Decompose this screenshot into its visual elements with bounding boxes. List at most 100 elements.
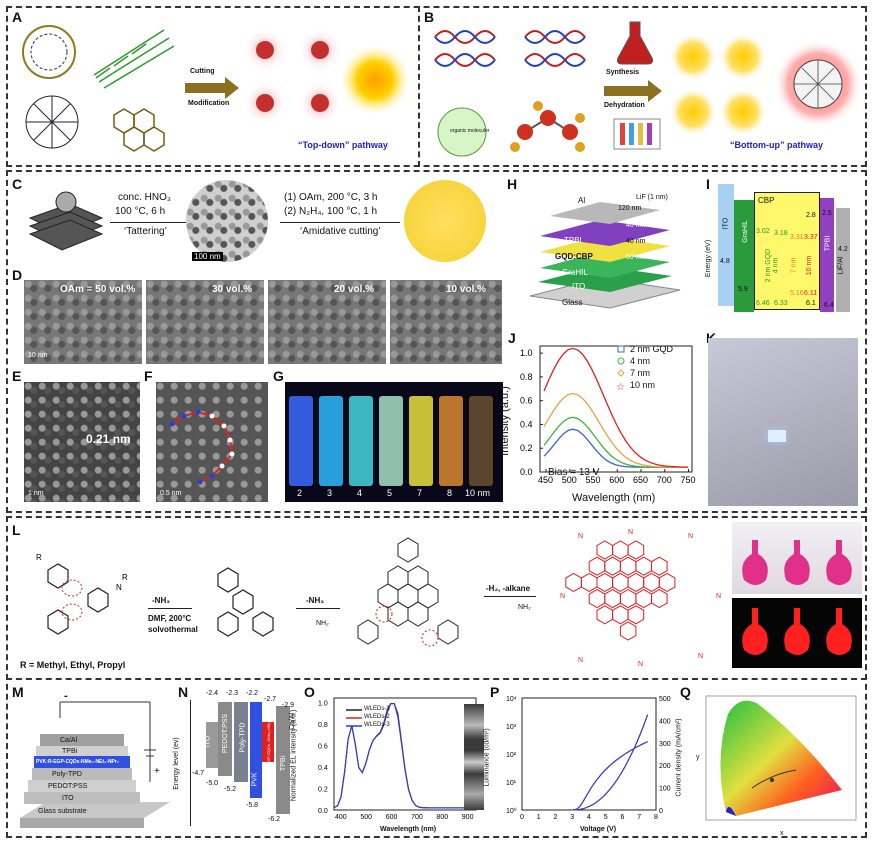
ring xyxy=(588,556,606,576)
d-tile-3: 20 vol.% xyxy=(334,284,375,295)
device-glow xyxy=(768,430,786,442)
flask-icon xyxy=(617,21,653,65)
j-legend-markers: ☆ xyxy=(616,345,625,392)
vial xyxy=(469,396,493,486)
ring xyxy=(596,572,614,592)
h-t2: 40 nm xyxy=(626,222,646,229)
i-v2: 6.46 xyxy=(756,300,770,307)
h-lif: LiF (1 nm) xyxy=(636,194,668,201)
n-pvk: PVK xyxy=(251,772,259,787)
functionalized-gqd xyxy=(774,40,862,128)
i-gqd7: 7 nm xyxy=(790,257,798,274)
x-tick-label: 650 xyxy=(633,475,648,485)
i-v5: 3.18 xyxy=(774,230,788,237)
svg-text:R: R xyxy=(122,573,128,582)
x-tick-label: 3 xyxy=(570,814,574,821)
e-spacing: 0.21 nm xyxy=(86,432,131,446)
y-tick-label: 0.6 xyxy=(318,743,328,750)
n-cqd: R-EGP-CQDs -NMe₂-NEt₂-NPr₂ xyxy=(265,712,271,769)
h-al: Al xyxy=(578,196,586,205)
y-tick-label: 0.8 xyxy=(318,722,328,729)
x-tick-label: 6 xyxy=(621,814,625,821)
substituent-n: N xyxy=(578,533,583,540)
y-tick-label: 1.0 xyxy=(520,348,533,358)
i-tpbi: TPBI xyxy=(824,235,832,252)
cutting-arrow xyxy=(185,77,239,99)
y2-tick-label: 300 xyxy=(659,741,671,748)
substituent-n: N xyxy=(638,661,643,668)
step1-reagent: conc. HNO₃ xyxy=(118,192,171,203)
i-ito: ITO xyxy=(722,217,730,230)
n-pvk-bar xyxy=(250,702,262,798)
vial-label: 5 xyxy=(387,488,393,498)
step1-name: ‘Tattering’ xyxy=(124,226,167,237)
d-tile-1: OAm = 50 vol.% xyxy=(60,284,136,295)
q-xlabel: x xyxy=(780,830,784,837)
y-tick-label: 10² xyxy=(506,752,517,759)
step2-name: ‘Amidative cutting’ xyxy=(300,226,381,237)
substituent-n: N xyxy=(716,593,721,600)
y-tick-label: 10³ xyxy=(506,724,517,731)
tem-d1 xyxy=(24,280,142,364)
ring xyxy=(627,572,645,592)
device-stack-h xyxy=(529,202,681,309)
ring xyxy=(619,556,637,576)
lifal-bar xyxy=(836,208,850,312)
svg-text:R: R xyxy=(36,553,42,562)
p-ylabel: Luminance (cd/m²) xyxy=(483,728,491,787)
j-leg0: 2 nm GQD xyxy=(630,344,674,354)
l-nh2-b: NH₂ xyxy=(518,604,531,611)
l-step1-top: -NH₃ xyxy=(152,596,170,605)
i-v11: 6.1 xyxy=(806,300,816,307)
step2-line2: (2) N₂H₄, 100 °C, 1 h xyxy=(284,206,378,217)
label-n: N xyxy=(178,684,189,700)
x-tick-label: 450 xyxy=(538,475,553,485)
i-v6: 3.31 xyxy=(790,234,804,241)
cie-diagram xyxy=(705,695,857,821)
x-tick-label: 800 xyxy=(436,814,448,821)
y-tick-label: 1.0 xyxy=(318,700,328,707)
series-line xyxy=(543,392,688,468)
substituent-n: N xyxy=(628,529,633,536)
n-cqd-bar xyxy=(262,722,274,762)
red-emitting-flasks xyxy=(742,608,852,655)
o-legend-lines xyxy=(346,709,362,727)
label-m: M xyxy=(12,684,24,700)
x-tick-label: 400 xyxy=(335,814,347,821)
series-line xyxy=(543,347,688,468)
l-step2-arrow xyxy=(296,608,340,609)
dehydration-label: Dehydration xyxy=(604,102,645,109)
x-tick-label: 750 xyxy=(681,475,696,485)
n-v7: -2.7 xyxy=(264,696,277,703)
i-cbp: CBP xyxy=(758,196,775,205)
f-scale: 0.5 nm xyxy=(160,490,182,497)
o-leg2: WLEDs-3 xyxy=(364,722,390,728)
c-scale: 100 nm xyxy=(192,252,223,261)
h-t4: 50 nm xyxy=(626,254,646,261)
l-step1-b1: DMF, 200°C xyxy=(148,614,192,623)
cut-gqd-illustration xyxy=(404,180,486,262)
ito-bar xyxy=(718,184,734,306)
triamine-precursor: RNR xyxy=(36,553,128,635)
triphenylene-intermediate xyxy=(217,567,274,637)
label-i: I xyxy=(706,176,710,192)
i-v8: 5.16 xyxy=(790,290,804,297)
i-v3: 6.33 xyxy=(774,300,788,307)
d-scale: 10 nm xyxy=(28,352,48,359)
n-ito: ITO xyxy=(204,735,212,748)
plot-frame xyxy=(539,345,693,473)
j-leg2: 7 nm xyxy=(630,368,651,378)
tem-d2 xyxy=(146,280,264,364)
x-tick-label: 900 xyxy=(462,814,474,821)
x-tick-label: 600 xyxy=(386,814,398,821)
n-tpbi: TPBi xyxy=(280,755,288,772)
dna-molecules xyxy=(434,30,586,157)
d-tile-2: 30 vol.% xyxy=(212,284,253,295)
wled-stack xyxy=(20,701,170,828)
y2-tick-label: 100 xyxy=(659,786,671,793)
synthesis-label: Synthesis xyxy=(606,69,640,76)
top-down-gqds xyxy=(243,28,342,125)
l-step2: -NH₃ xyxy=(306,596,324,605)
current-line xyxy=(572,714,649,811)
